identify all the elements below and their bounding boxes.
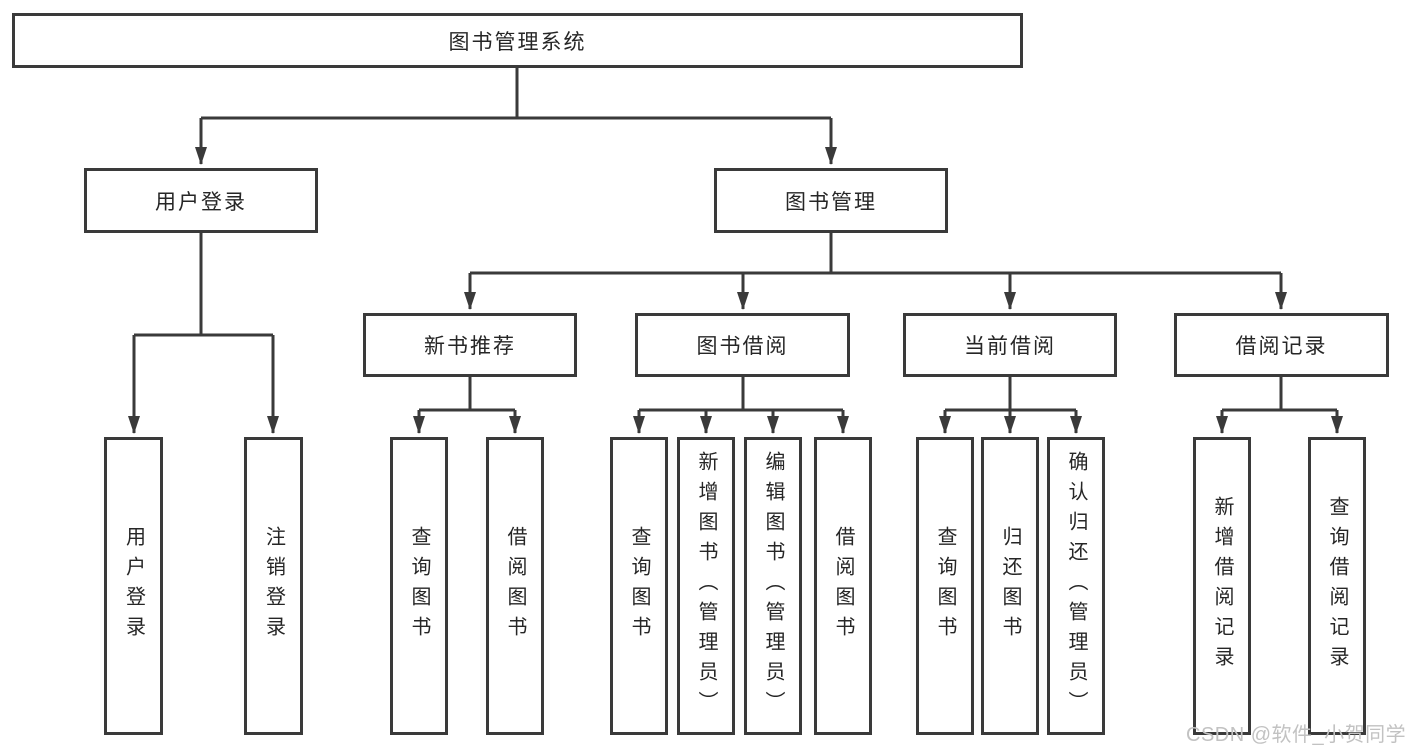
connector-borrowing-records-to-leaves [1216,377,1343,434]
leaf-user-login: 用户登录 [104,437,163,735]
node-current-borrowing: 当前借阅 [903,313,1117,377]
leaf-logout-label: 注销登录 [262,526,285,646]
leaf-borrow-books-label: 借阅图书 [832,526,854,646]
leaf-edit-books-admin: 编辑图书（管理员） [744,437,802,735]
leaf-borrow-books-recommend-label: 借阅图书 [504,526,526,646]
node-user-login: 用户登录 [84,168,318,233]
leaf-return-books: 归还图书 [981,437,1039,735]
node-borrowing-records-label: 借阅记录 [1235,335,1328,358]
leaf-query-borrow-record-label: 查询借阅记录 [1326,496,1348,676]
leaf-query-books-borrowing-label: 查询图书 [628,526,650,646]
leaf-query-borrow-record: 查询借阅记录 [1308,437,1366,735]
node-current-borrowing-label: 当前借阅 [964,335,1056,358]
leaf-user-login-label: 用户登录 [122,526,145,646]
connector-book-management-to-level3 [464,233,1287,310]
leaf-query-books-current-label: 查询图书 [934,526,956,646]
connector-book-borrowing-to-leaves [633,377,849,434]
leaf-query-books-current: 查询图书 [916,437,974,735]
node-user-login-label: 用户登录 [155,190,247,214]
node-book-management: 图书管理 [714,168,948,233]
leaf-query-books-borrowing: 查询图书 [610,437,668,735]
root-node-library-management-system: 图书管理系统 [12,13,1023,68]
leaf-borrow-books: 借阅图书 [814,437,872,735]
node-new-book-recommend: 新书推荐 [363,313,577,377]
leaf-confirm-return-admin-label: 确认归还（管理员） [1065,451,1087,721]
leaf-borrow-books-recommend: 借阅图书 [486,437,544,735]
leaf-query-books-recommend-label: 查询图书 [408,526,430,646]
root-node-label: 图书管理系统 [448,30,587,54]
leaf-query-books-recommend: 查询图书 [390,437,448,735]
leaf-return-books-label: 归还图书 [999,526,1021,646]
connector-current-borrowing-to-leaves [939,377,1082,434]
node-book-borrowing-label: 图书借阅 [696,335,789,358]
leaf-edit-books-admin-label: 编辑图书（管理员） [762,451,784,721]
connector-root-to-level2 [195,68,837,165]
leaf-add-borrow-record-label: 新增借阅记录 [1211,496,1233,676]
node-borrowing-records: 借阅记录 [1174,313,1389,377]
connector-new-book-recommend-to-leaves [413,377,521,434]
leaf-add-books-admin: 新增图书（管理员） [677,437,735,735]
connector-user-login-to-leaves [128,233,279,434]
leaf-confirm-return-admin: 确认归还（管理员） [1047,437,1105,735]
node-new-book-recommend-label: 新书推荐 [424,335,516,358]
leaf-add-books-admin-label: 新增图书（管理员） [695,451,717,721]
node-book-management-label: 图书管理 [785,190,877,214]
node-book-borrowing: 图书借阅 [635,313,850,377]
leaf-add-borrow-record: 新增借阅记录 [1193,437,1251,735]
leaf-logout: 注销登录 [244,437,303,735]
csdn-watermark: CSDN @软件_小贺同学 [1186,724,1405,746]
